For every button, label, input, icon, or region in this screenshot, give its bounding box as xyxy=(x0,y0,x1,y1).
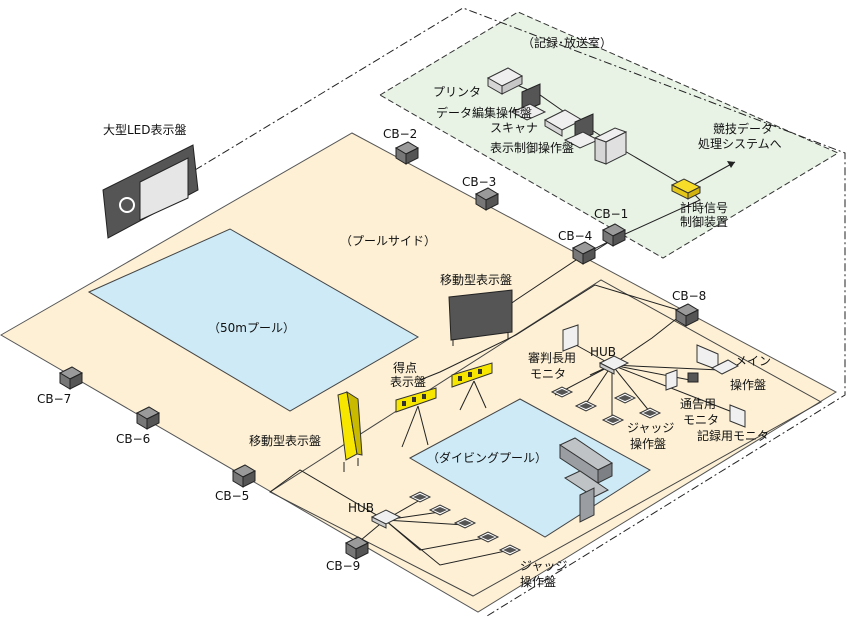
timing-control-label-line2: 制御装置 xyxy=(680,214,728,229)
chief-judge-monitor-icon xyxy=(562,324,579,352)
broadcast-room-label: （記録･放送室） xyxy=(522,35,612,50)
announce-monitor-label-line2: モニタ xyxy=(683,413,719,427)
cb6-label: CB−6 xyxy=(116,432,150,446)
connection-box-cb9 xyxy=(344,536,370,560)
record-monitor-icon xyxy=(729,404,746,428)
diving-pool-label: （ダイビングプール） xyxy=(427,450,547,465)
cb1-label: CB−1 xyxy=(594,207,628,221)
printer-icon xyxy=(486,67,524,95)
computer-tower-icon xyxy=(593,127,628,165)
connection-box-cb6 xyxy=(135,406,161,430)
inner-zone xyxy=(268,279,823,597)
judge-console-icon xyxy=(408,491,432,503)
connection-box-cb1 xyxy=(601,223,627,247)
judge-console-icon xyxy=(613,392,637,404)
venue-boundary-line xyxy=(194,7,846,617)
mobile-display-left-label: 移動型表示盤 xyxy=(249,434,321,448)
judge-console-icon xyxy=(428,504,452,516)
poolside-label: （プールサイド） xyxy=(340,234,436,248)
mobile-display-board-top xyxy=(448,289,513,346)
connection-box-cb2 xyxy=(394,141,420,165)
display-control-console-label: 表示制御操作盤 xyxy=(490,140,574,155)
main-console-label-line2: 操作盤 xyxy=(730,377,766,392)
announce-monitor-label-line1: 通告用 xyxy=(680,397,716,411)
connection-box-cb7 xyxy=(58,366,84,390)
score-board-b xyxy=(451,362,493,411)
timing-control-unit xyxy=(670,178,702,200)
main-console-label-line1: メイン xyxy=(735,354,771,368)
judge-console-icon xyxy=(638,407,662,419)
judge-console-right-label-line2: 操作盤 xyxy=(630,436,666,451)
connection-box-cb3 xyxy=(474,187,500,211)
judge-console-icon xyxy=(453,517,477,529)
timing-control-label-line1: 計時信号 xyxy=(680,200,728,215)
cb2-label: CB−2 xyxy=(383,127,417,141)
score-board-a xyxy=(395,387,437,448)
cb8-label: CB−8 xyxy=(672,289,706,303)
hub-right xyxy=(598,355,630,375)
data-edit-console-label: データ編集操作盤 xyxy=(436,105,532,120)
cb4-label: CB−4 xyxy=(558,229,592,243)
cb7-label: CB−7 xyxy=(37,392,71,406)
pool-50m xyxy=(87,228,420,412)
judge-console-left-label-line1: ジャッジ xyxy=(520,559,567,573)
cb3-label: CB−3 xyxy=(462,175,496,189)
scanner-label: スキャナ xyxy=(490,121,538,135)
hub-left-label: HUB xyxy=(348,501,374,515)
record-monitor-label: 記録用モニタ xyxy=(697,428,769,443)
led-board-label: 大型LED表示盤 xyxy=(103,123,187,137)
competition-data-label-line2: 処理システムへ xyxy=(698,137,782,151)
display-control-console-icon xyxy=(563,113,600,149)
judge-console-right-label-line1: ジャッジ xyxy=(627,421,674,435)
mobile-display-board-left xyxy=(337,390,363,472)
printer-label: プリンタ xyxy=(433,85,481,99)
judge-console-left-label-line2: 操作盤 xyxy=(520,574,556,589)
score-board-label-line1: 得点 xyxy=(393,360,417,375)
arrow-head-icon xyxy=(727,161,735,168)
announce-monitor-icon xyxy=(665,369,699,391)
mobile-display-top-label: 移動型表示盤 xyxy=(440,273,512,287)
cb9-label: CB−9 xyxy=(326,559,360,573)
judge-console-left-group xyxy=(408,491,522,556)
judge-console-icon xyxy=(476,531,500,543)
hub-right-label: HUB xyxy=(590,345,616,359)
diving-platform xyxy=(558,437,613,523)
judge-console-icon xyxy=(574,400,598,412)
judge-console-icon xyxy=(498,544,522,556)
chief-judge-monitor-label-line1: 審判長用 xyxy=(528,350,576,365)
competition-data-label-line1: 競技データ xyxy=(713,121,773,136)
pool-50m-label: （50mプール） xyxy=(208,321,295,335)
data-edit-console-icon xyxy=(510,83,547,121)
judge-console-icon xyxy=(601,414,625,426)
judge-console-icon xyxy=(550,386,574,398)
large-led-board xyxy=(102,144,199,239)
connection-box-cb5 xyxy=(231,464,257,488)
score-board-label-line2: 表示盤 xyxy=(390,375,426,389)
cb5-label: CB−5 xyxy=(215,489,249,503)
connection-box-cb4 xyxy=(571,241,597,265)
hub-left xyxy=(370,509,402,529)
judge-console-right-group xyxy=(550,386,662,426)
chief-judge-monitor-label-line2: モニタ xyxy=(530,367,566,381)
main-console-icon xyxy=(696,344,740,375)
connection-box-cb8 xyxy=(674,303,700,327)
